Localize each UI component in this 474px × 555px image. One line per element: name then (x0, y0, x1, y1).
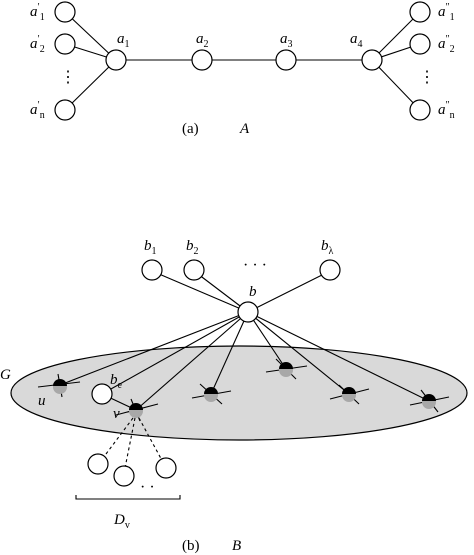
edge-a4-leafn (371, 59, 421, 111)
node-a4 (361, 49, 383, 71)
label-be: be (110, 372, 123, 391)
node-a-prime-n (54, 99, 76, 121)
label-a4: a4 (350, 31, 363, 50)
caption-a-letter: A (239, 121, 250, 137)
label-a-prime-n: a′n (30, 100, 45, 121)
label-v: v (113, 406, 120, 422)
node-a-dprime-1 (409, 1, 431, 23)
half-node-w4 (422, 394, 436, 409)
ellipsis-left: ⋮ (60, 69, 76, 86)
edge-a4-leaf1 (371, 11, 421, 61)
node-b1 (141, 259, 163, 281)
label-a-dprime-2: a″2 (438, 34, 455, 55)
half-node-v (129, 403, 143, 418)
edge-blambda-b (247, 270, 331, 313)
edge-b-w4 (247, 311, 430, 402)
bottom-ellipsis: · · (140, 479, 155, 496)
node-d1 (87, 453, 109, 475)
node-d3 (155, 457, 177, 479)
figure-b: b1 b2 bλ · · · b G u v be · · Dv (b) B (0, 238, 468, 554)
caption-b-label: (b) (182, 538, 200, 554)
node-a-prime-1 (54, 1, 76, 23)
node-a2 (191, 49, 213, 71)
node-a1 (105, 49, 127, 71)
edge-a1-leafn (64, 59, 117, 111)
label-dv: Dv (113, 512, 130, 531)
label-a-dprime-n: a″n (438, 100, 455, 121)
edge-b-v (135, 311, 249, 411)
node-b2 (183, 259, 205, 281)
label-a-prime-1: a′1 (30, 2, 45, 23)
caption-b-letter: B (232, 538, 241, 554)
label-blambda: bλ (321, 238, 334, 257)
node-blambda (319, 259, 341, 281)
caption-a-label: (a) (182, 121, 199, 137)
node-d2 (113, 465, 135, 487)
half-node-w1 (204, 387, 218, 402)
node-a-dprime-2 (409, 33, 431, 55)
label-u: u (38, 393, 46, 409)
node-a-dprime-n (409, 99, 431, 121)
edge-b2-b (193, 270, 249, 313)
edge-b-w3 (247, 311, 350, 395)
edge-b-be (101, 311, 249, 395)
half-node-w3 (342, 387, 356, 402)
label-b2: b2 (186, 238, 199, 257)
top-ellipsis: · · · (243, 257, 267, 274)
label-a3: a3 (280, 31, 293, 50)
label-a-prime-2: a′2 (30, 34, 45, 55)
node-a3 (275, 49, 297, 71)
half-node-w2 (279, 362, 293, 377)
half-node-u (53, 379, 67, 394)
edge-b1-b (151, 270, 249, 313)
label-a-dprime-1: a″1 (438, 2, 455, 23)
label-region-g: G (0, 367, 11, 383)
label-b1: b1 (144, 238, 157, 257)
brace-dv (75, 495, 181, 500)
node-b-hub (237, 301, 259, 323)
edge-b-w1 (210, 311, 249, 395)
edge-b-w2 (247, 311, 287, 370)
label-a1: a1 (117, 31, 130, 50)
label-a2: a2 (196, 31, 209, 50)
node-be (91, 383, 113, 405)
node-a-prime-2 (54, 33, 76, 55)
ellipsis-right: ⋮ (419, 69, 435, 86)
figure-a: ⋮ ⋮ a′1 a′2 a′n a″1 a″2 a″n a1 a2 a3 a4 … (30, 1, 455, 137)
region-g (10, 345, 468, 441)
edge-b-u (59, 311, 249, 386)
label-hub-b: b (249, 284, 257, 300)
edge-a1-leaf1 (64, 11, 117, 61)
